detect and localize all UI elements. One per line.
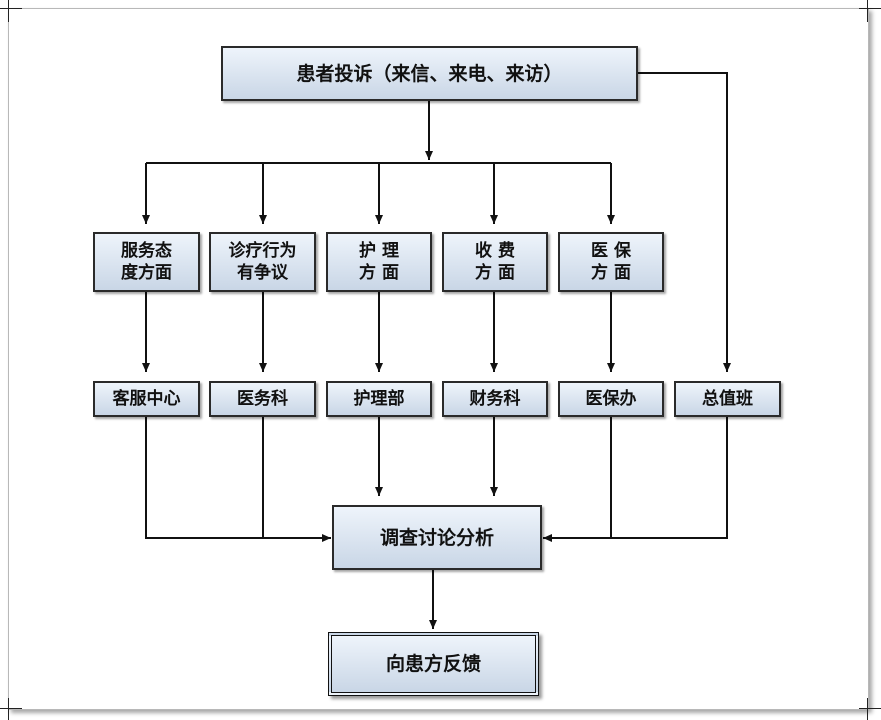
arrow-dept-left bbox=[145, 417, 331, 542]
feedback-box: 向患方反馈 bbox=[328, 632, 539, 696]
dept-label: 医保办 bbox=[585, 389, 637, 409]
category-box-treatment: 诊疗行为 有争议 bbox=[209, 232, 316, 292]
category-label: 医 保 方 面 bbox=[591, 241, 631, 283]
dept-label: 护理部 bbox=[353, 389, 405, 409]
investigation-box: 调查讨论分析 bbox=[332, 505, 542, 570]
corner-mark-bl-v bbox=[8, 698, 9, 720]
category-label: 服务态 度方面 bbox=[121, 241, 172, 283]
category-label: 护 理 方 面 bbox=[359, 241, 399, 283]
complaint-source-label: 患者投诉（来信、来电、来访） bbox=[296, 62, 563, 85]
investigation-label: 调查讨论分析 bbox=[379, 526, 494, 549]
corner-mark-tl-h bbox=[0, 8, 22, 9]
dept-box-insurance: 医保办 bbox=[558, 381, 664, 417]
category-box-nursing: 护 理 方 面 bbox=[326, 232, 432, 292]
corner-mark-tr-h bbox=[859, 8, 881, 9]
corner-mark-br-v bbox=[867, 698, 868, 720]
dept-box-nursing: 护理部 bbox=[326, 381, 432, 417]
dept-label: 客服中心 bbox=[112, 389, 181, 409]
dept-label: 财务科 bbox=[469, 389, 521, 409]
dept-box-finance: 财务科 bbox=[442, 381, 548, 417]
corner-mark-tl-v bbox=[8, 0, 9, 22]
category-label: 诊疗行为 有争议 bbox=[228, 241, 297, 283]
dept-box-duty: 总值班 bbox=[674, 381, 781, 417]
category-box-insurance: 医 保 方 面 bbox=[558, 232, 664, 292]
corner-mark-tr-v bbox=[867, 0, 868, 22]
arrow-dept-right bbox=[543, 417, 728, 542]
dept-box-medical-affairs: 医务科 bbox=[209, 381, 316, 417]
complaint-source-box: 患者投诉（来信、来电、来访） bbox=[221, 46, 638, 101]
arrow-top-to-duty bbox=[638, 72, 731, 372]
dept-label: 医务科 bbox=[237, 389, 288, 409]
feedback-label: 向患方反馈 bbox=[385, 653, 481, 675]
category-label: 收 费 方 面 bbox=[475, 241, 515, 283]
corner-mark-br-h bbox=[859, 708, 881, 709]
diagram-frame bbox=[8, 8, 869, 710]
dept-label: 总值班 bbox=[702, 389, 753, 409]
category-box-service: 服务态 度方面 bbox=[93, 232, 200, 292]
category-box-fees: 收 费 方 面 bbox=[442, 232, 548, 292]
corner-mark-bl-h bbox=[0, 708, 22, 709]
dept-box-customer-service: 客服中心 bbox=[93, 381, 200, 417]
